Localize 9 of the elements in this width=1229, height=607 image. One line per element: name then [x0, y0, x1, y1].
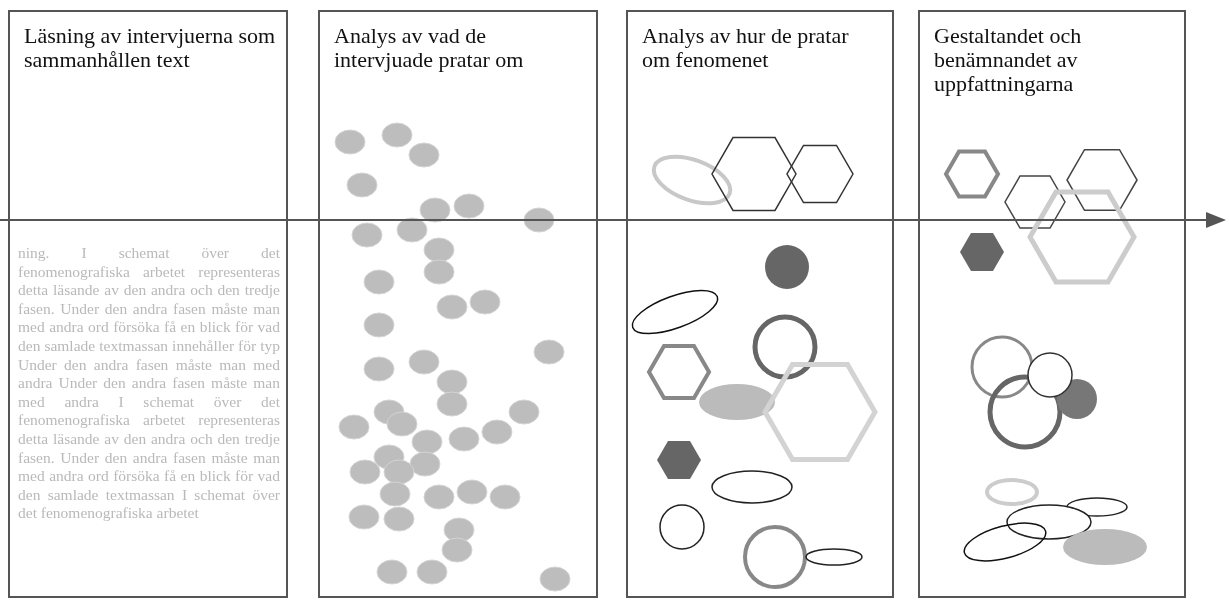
panel-heading: Analys av vad de intervjuade pratar om [334, 24, 525, 72]
phase-panel [626, 10, 894, 598]
panel-heading: Läsning av intervjuerna som sammanhållen text [24, 24, 276, 72]
phase-panel [8, 10, 288, 598]
panel-heading: Analys av hur de pratar om fenomenet [642, 24, 850, 72]
phase-panel [318, 10, 598, 598]
faded-body-text: ning. I schemat över det fenomenografiska arbetet representeras detta läsande av den andra och den tredje fasen. Under den andra fasen måste man med andra ord försöka få en blick för vad den samlade textmassan innehåller för typ Under den andra fasen måste man med andra Under den andra fasen måste man med andra I schemat över det fenomenografiska arbetet representeras detta läsande av den andra och den tredje fasen. Under den andra fasen måste man med andra ord försöka få en blick för vad den samlade textmassan I schemat över det fenomenografiska arbetet [18, 244, 280, 523]
panel-heading: Gestaltandet och benämnandet av uppfattningarna [934, 24, 1083, 96]
phase-panel [918, 10, 1186, 598]
